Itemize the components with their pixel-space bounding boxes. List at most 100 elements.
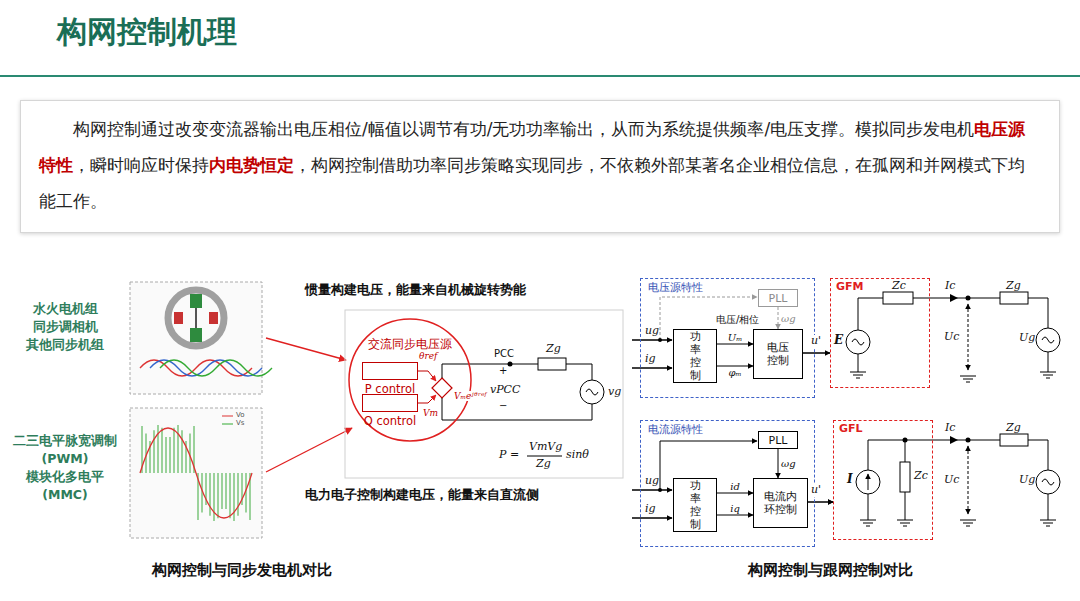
circuit-wire [442,364,592,420]
source-name: E [834,334,843,348]
body-text: ，瞬时响应时保持 [73,155,209,175]
node-label: 电流源特性 [648,422,703,437]
coil [174,312,183,324]
process-box: 功率控制 [673,329,717,383]
signal-name: θref [419,351,437,361]
signal-name: 电压/相位 [716,314,759,326]
pwm-pulse [165,437,166,473]
impedance-name: Zg [546,343,561,356]
signal-wire [632,368,672,369]
signal-name: ug [645,475,659,488]
voltage-name: vg [608,386,621,399]
current-arrow [950,436,958,444]
voltage-name: Ug [1019,332,1035,345]
signal-arrow [717,493,753,494]
junction [966,438,971,443]
stator-ring [168,290,224,346]
voltage-name: vPCC [490,384,520,397]
vm-wire [418,395,436,403]
source-name: I [847,473,853,487]
process-box: 功率控制 [673,478,717,532]
generator-image [130,282,262,394]
impedance-name: Zc [892,280,906,293]
formula-part: Zg [536,458,551,471]
pwm-pulse [157,425,158,473]
highlight-text: 内电势恒定 [209,155,294,175]
voltage-arrow [968,304,969,370]
signal-name: Vₘeʲᶿʳᵉᶠ [454,391,487,401]
pwm-pulse [233,473,234,521]
phase-wave [160,360,272,376]
signal-wire [632,490,672,491]
pwm-pulse [225,473,226,509]
legend-line [222,416,233,417]
impedance [538,358,566,370]
current-name: Ic [945,422,956,435]
edge-label: φₘ [728,367,741,378]
node-label: 功率控制 [685,479,705,531]
current-arrow [950,294,958,302]
polarity-mark: + [499,365,507,377]
impedance-name: Zc [914,470,928,483]
pwm-pulse [153,430,154,473]
legend-text: Vs [236,419,244,427]
edge-label: Uₘ [728,332,743,343]
junction [903,438,908,443]
signal-arrow [778,307,779,329]
signal-name: ig [645,503,656,516]
controlled-source [432,378,452,398]
gfl-wire [868,440,1048,520]
sine-symbol [852,339,864,345]
signal-name: Vm [423,408,438,418]
pwm-pulse [169,437,170,473]
pwm-pulse [229,473,230,518]
red-arrow [266,428,352,472]
voltage-name: Ug [1019,474,1035,487]
sine-symbol [586,389,598,395]
ground-symbol [960,376,976,382]
signal-name: u' [811,335,821,348]
signal-name: ug [645,325,659,338]
junction [658,338,662,342]
edge-label: id [730,481,740,492]
impedance [1000,292,1028,304]
ground-symbol [960,520,976,526]
junction [966,296,971,301]
signal-wire [802,353,830,354]
edge-label: ωg [781,458,796,469]
pwm-pulse [173,428,174,473]
text-panel: 构网控制通过改变变流器输出电压相位/幅值以调节有功/无功功率输出，从而为系统提供… [20,100,1060,233]
coil [209,312,218,324]
node-label: 电流内环控制 [763,490,798,516]
signal-wire [632,518,672,519]
pwm-pulse [181,430,182,473]
pwm-pulse [161,428,162,473]
grid-source [1036,328,1060,352]
gfm-wire [858,298,1048,372]
node-label: 电压控制 [766,341,790,367]
pwm-image [130,408,262,538]
body-text: 构网控制通过改变变流器输出电压相位/幅值以调节有功/无功功率输出，从而为系统提供… [73,119,974,139]
ground-symbol [850,372,866,378]
group-frame: 电流源特性PLL功率控制电流内环控制 [640,420,815,547]
signal-wire [632,340,672,341]
title-rule [0,75,1080,77]
legend-text: Vo [236,411,245,419]
edge-label: ωg [781,313,796,324]
pwm-pulse [237,473,238,516]
caption: 构网控制与同步发电机对比 [152,562,332,579]
rotor-pole [190,328,202,342]
slide-title: 构网控制机理 [57,12,237,53]
pwm-pulse [213,473,214,521]
theta-wire [418,371,436,381]
paragraph: 构网控制通过改变变流器输出电压相位/幅值以调节有功/无功功率输出，从而为系统提供… [39,111,1041,219]
pcc-node [508,362,513,367]
legend-line [222,424,233,425]
signal-arrow [778,449,779,478]
source-type: 水火电机组 同步调相机 其他同步机组 [12,300,118,354]
gfm-frame: GFM [830,278,930,388]
control-box: Q control [362,394,418,412]
